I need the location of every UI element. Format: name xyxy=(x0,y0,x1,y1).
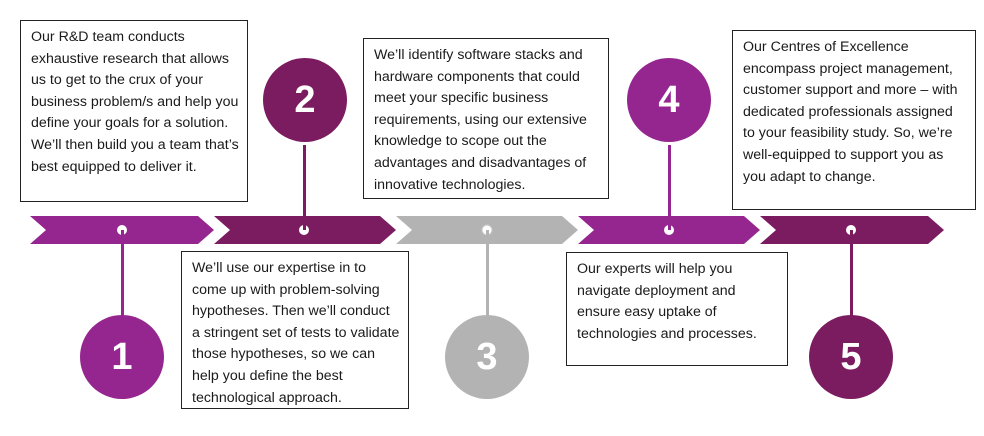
step-5-number: 5 xyxy=(840,335,862,378)
timeline-dot-4 xyxy=(664,225,674,235)
connector-5 xyxy=(850,230,853,320)
step-3-number: 3 xyxy=(476,335,498,378)
step-3-circle: 3 xyxy=(445,315,529,399)
connector-4 xyxy=(668,145,671,230)
timeline-dot-2 xyxy=(299,225,309,235)
step-2-circle: 2 xyxy=(263,58,347,142)
step-4-circle: 4 xyxy=(627,58,711,142)
step-2-description: We’ll use our expertise in to come up wi… xyxy=(181,251,409,409)
connector-1 xyxy=(121,230,124,320)
step-5-circle: 5 xyxy=(809,315,893,399)
step-5-description: Our Centres of Excellence encompass proj… xyxy=(732,30,976,210)
step-2-number: 2 xyxy=(294,78,316,121)
step-4-number: 4 xyxy=(658,78,680,121)
step-3-description: We’ll identify software stacks and hardw… xyxy=(363,38,609,199)
step-4-description: Our experts will help you navigate deplo… xyxy=(566,252,788,366)
step-1-number: 1 xyxy=(111,335,133,378)
step-1-description: Our R&D team conducts exhaustive researc… xyxy=(20,20,248,202)
step-1-circle: 1 xyxy=(80,315,164,399)
connector-3 xyxy=(486,230,489,320)
connector-2 xyxy=(303,145,306,230)
